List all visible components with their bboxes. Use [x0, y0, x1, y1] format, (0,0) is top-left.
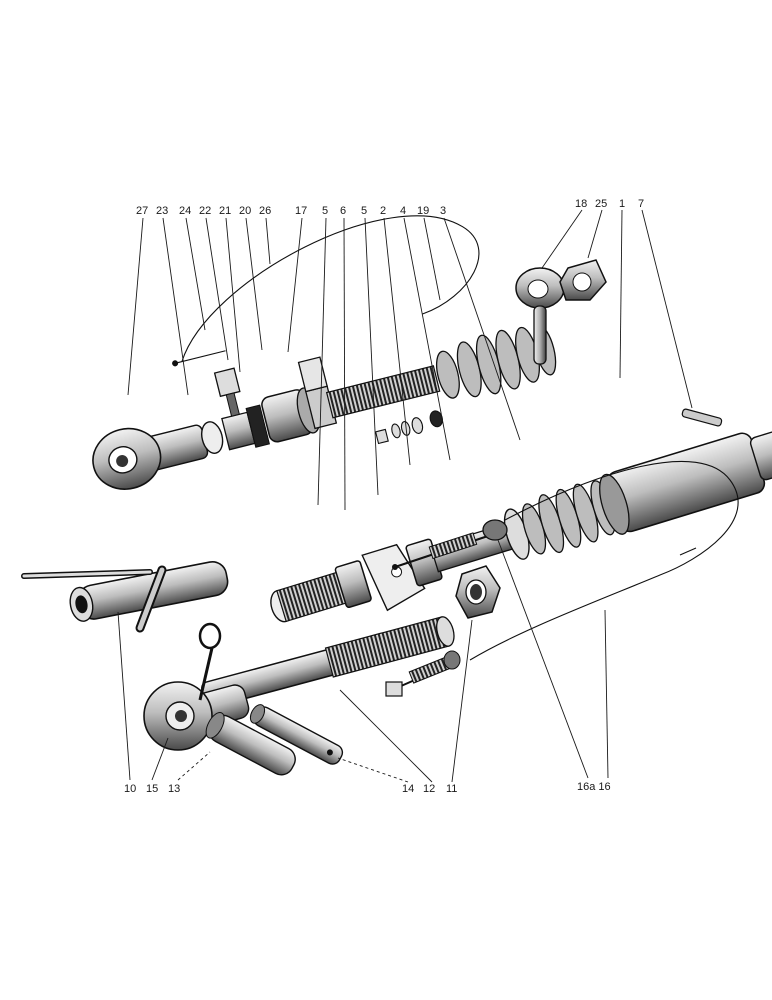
- clip-24-stem: [225, 392, 240, 417]
- pin-13: [205, 712, 296, 776]
- eye-18: [515, 267, 565, 365]
- washer-23: [201, 421, 224, 454]
- cable-16a: [392, 519, 508, 570]
- ring-21: [245, 404, 270, 448]
- label-22: 22: [199, 205, 211, 217]
- label-12: 12: [423, 783, 435, 795]
- threaded-end: [276, 571, 349, 623]
- nut-11: [455, 565, 501, 619]
- label-19: 19: [417, 205, 429, 217]
- label-25: 25: [595, 198, 607, 210]
- label-21: 21: [219, 205, 231, 217]
- pin-14: [249, 704, 344, 765]
- label-1: 1: [619, 198, 625, 210]
- label-27: 27: [136, 205, 148, 217]
- threaded-rod-top: [325, 365, 441, 419]
- label-18: 18: [575, 198, 587, 210]
- label-10: 10: [124, 783, 136, 795]
- label-5a: 5: [322, 205, 328, 217]
- middle-assembly: [270, 426, 772, 623]
- label-14: 14: [402, 783, 414, 795]
- label-7: 7: [638, 198, 644, 210]
- cable-16: [469, 461, 739, 661]
- cable-26: [181, 215, 480, 362]
- label-4: 4: [400, 205, 406, 217]
- label-23: 23: [156, 205, 168, 217]
- nut-5-lower: [334, 560, 372, 609]
- label-17: 17: [295, 205, 307, 217]
- nut-25: [559, 259, 607, 301]
- cable-end-ball: [172, 360, 179, 367]
- label-6: 6: [340, 205, 346, 217]
- pin-7: [681, 408, 723, 427]
- cable-tip: [176, 350, 226, 364]
- cable-16-end: [385, 650, 461, 697]
- clip-24: [213, 367, 241, 398]
- ring-pin: [198, 622, 222, 701]
- label-15: 15: [146, 783, 158, 795]
- label-5b: 5: [361, 205, 367, 217]
- label-26: 26: [259, 205, 271, 217]
- bracket-6: [361, 543, 426, 612]
- bracket-17-tab: [297, 356, 328, 393]
- label-11: 11: [446, 783, 457, 795]
- top-assembly: [92, 215, 557, 490]
- label-3: 3: [440, 205, 446, 217]
- ball-eye-27: [92, 424, 209, 490]
- label-13: 13: [168, 783, 180, 795]
- label-20: 20: [239, 205, 251, 217]
- part-number-labels: 27 23 24 22 21 20 26 17 5 6 5 2 4 19 3 1…: [124, 198, 644, 795]
- label-16: 16a 16: [577, 781, 611, 793]
- label-2: 2: [380, 205, 386, 217]
- leader-lines: [117, 209, 693, 783]
- small-washers: [374, 410, 443, 445]
- lower-link-12: [201, 616, 455, 709]
- label-24: 24: [179, 205, 191, 217]
